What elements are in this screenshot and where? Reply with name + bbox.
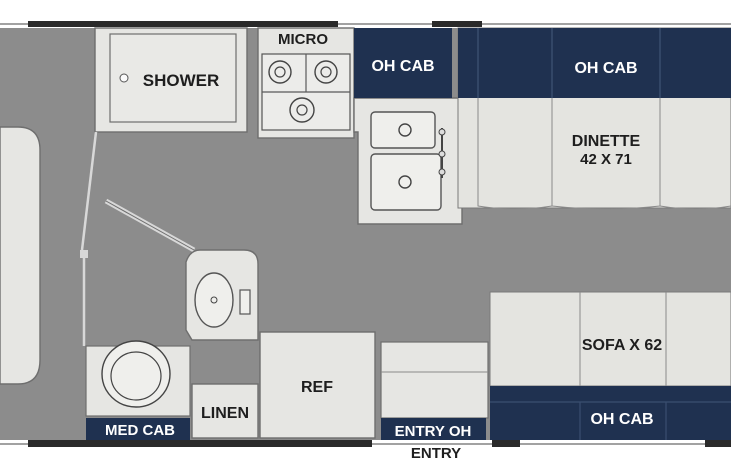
burner-icon bbox=[314, 60, 338, 84]
shower: SHOWER bbox=[94, 27, 248, 133]
entry-step bbox=[380, 341, 489, 419]
med-cab-label: MED CAB bbox=[105, 422, 175, 439]
lavatory bbox=[185, 249, 259, 341]
toilet-icon bbox=[101, 340, 171, 408]
dinette-size-label: 42 X 71 bbox=[580, 151, 632, 168]
bath-walls bbox=[80, 131, 196, 346]
oh-cab-dinette-label: OH CAB bbox=[574, 60, 637, 77]
sofa-label: SOFA X 62 bbox=[582, 337, 662, 354]
linen-label: LINEN bbox=[201, 405, 249, 422]
linen-closet: LINEN bbox=[191, 383, 259, 439]
burner-icon bbox=[268, 60, 292, 84]
entry-oh-label: ENTRY OH bbox=[395, 423, 472, 440]
toilet-area bbox=[85, 340, 191, 417]
refrigerator: REF bbox=[259, 331, 376, 439]
oh-cab-sofa-label: OH CAB bbox=[590, 411, 653, 428]
overhead-cabinet-galley: OH CAB bbox=[354, 28, 452, 98]
overhead-cabinet-dinette: OH CAB bbox=[458, 28, 731, 98]
shower-label: SHOWER bbox=[143, 71, 220, 90]
range-cooktop: MICRO bbox=[257, 27, 355, 139]
burner-icon bbox=[289, 97, 315, 123]
cab-seats bbox=[0, 126, 41, 385]
shower-drain-icon bbox=[119, 73, 129, 83]
sofa: SOFA X 62 bbox=[489, 291, 731, 387]
medicine-cabinet: MED CAB bbox=[86, 418, 190, 440]
sink-icon bbox=[370, 111, 446, 211]
galley-counter bbox=[353, 97, 463, 225]
dinette-label: DINETTE bbox=[572, 133, 641, 150]
sink-basin-icon bbox=[194, 272, 234, 328]
entry-label: ENTRY bbox=[411, 445, 461, 462]
oh-cab-galley-label: OH CAB bbox=[371, 58, 434, 75]
micro-label: MICRO bbox=[278, 31, 328, 48]
overhead-cabinet-sofa: OH CAB bbox=[490, 386, 731, 440]
entry-overhead-cabinet: ENTRY OH bbox=[381, 418, 486, 440]
exterior-walls bbox=[0, 21, 731, 447]
ref-label: REF bbox=[301, 379, 333, 396]
